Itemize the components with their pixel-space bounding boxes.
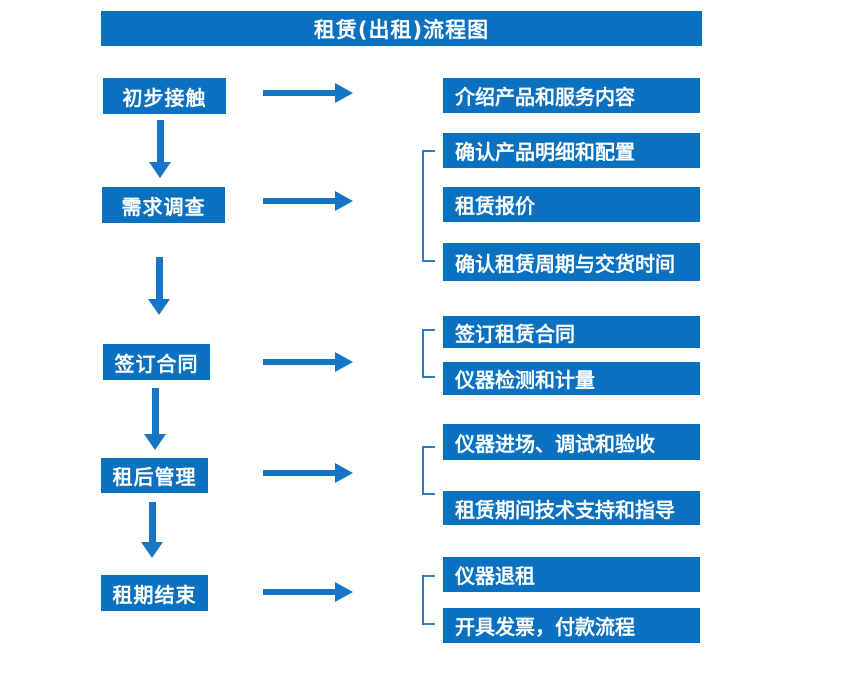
arrow-right-icon — [263, 83, 353, 103]
group-bracket — [422, 150, 435, 262]
detail-box-invoice-payment: 开具发票，付款流程 — [443, 608, 700, 643]
arrow-right-icon — [263, 352, 353, 372]
group-bracket — [422, 329, 435, 378]
arrow-down-icon — [148, 257, 170, 315]
arrow-right-icon — [263, 582, 353, 602]
group-bracket — [422, 575, 435, 625]
step-box-initial-contact: 初步接触 — [103, 78, 226, 114]
detail-box-instrument-return: 仪器退租 — [443, 557, 700, 592]
detail-box-instrument-test-metering: 仪器检测和计量 — [443, 362, 700, 395]
detail-box-sign-rental-contract: 签订租赁合同 — [443, 316, 700, 348]
arrow-down-icon — [141, 502, 163, 558]
detail-box-tech-support: 租赁期间技术支持和指导 — [443, 491, 700, 525]
step-box-needs-survey: 需求调查 — [102, 187, 225, 223]
detail-box-instrument-setup-acceptance: 仪器进场、调试和验收 — [443, 424, 700, 460]
arrow-right-icon — [263, 463, 353, 483]
step-box-post-rental-management: 租后管理 — [101, 458, 208, 493]
group-bracket — [422, 446, 435, 495]
arrow-down-icon — [144, 388, 166, 450]
step-box-sign-contract: 签订合同 — [103, 344, 210, 380]
detail-box-rental-quote: 租赁报价 — [443, 187, 700, 222]
arrow-right-icon — [263, 191, 353, 211]
detail-box-introduce-products: 介绍产品和服务内容 — [443, 78, 700, 113]
flowchart-title: 租赁(出租)流程图 — [101, 11, 702, 46]
step-box-rental-end: 租期结束 — [101, 575, 208, 611]
arrow-down-icon — [149, 120, 171, 178]
detail-box-confirm-product-config: 确认产品明细和配置 — [443, 133, 700, 168]
detail-box-confirm-period-delivery: 确认租赁周期与交货时间 — [443, 243, 700, 281]
